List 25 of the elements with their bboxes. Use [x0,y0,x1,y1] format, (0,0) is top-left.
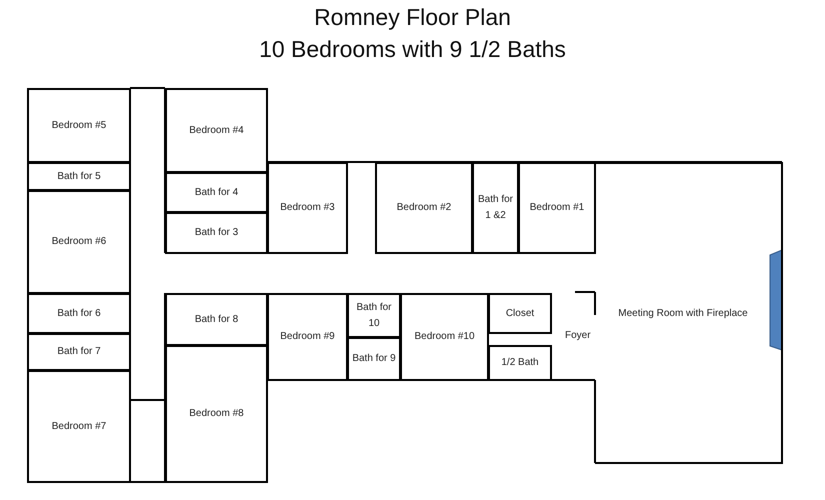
room: Bedroom #8 [165,345,268,483]
room: Bedroom #7 [27,370,131,483]
room: Bath for 7 [27,333,131,371]
room: Bedroom #10 [400,293,489,381]
room: Bath for 6 [27,293,131,334]
room: Bath for 4 [165,172,268,213]
room: Bath for 9 [347,337,401,381]
room: Bath for 10 [347,293,401,338]
room: Meeting Room with Fireplace [595,162,783,464]
room: Bath for 8 [165,293,268,346]
room: Bedroom #3 [267,162,348,254]
room: Bedroom #6 [27,190,131,294]
room: Closet [488,293,552,334]
room: Bedroom #4 [165,88,268,173]
subtitle: 10 Bedrooms with 9 1/2 Baths [258,36,567,63]
room: Bedroom #9 [267,293,348,381]
room: Bath for 5 [27,162,131,191]
room-label: Foyer [565,330,591,341]
room: Bedroom #5 [27,88,131,163]
room: Bedroom #2 [375,162,473,254]
room: Bath for 1 &2 [472,162,519,254]
title: Romney Floor Plan [313,4,512,31]
room: Bedroom #1 [518,162,596,254]
room: 1/2 Bath [488,345,552,381]
room: Bath for 3 [165,212,268,254]
